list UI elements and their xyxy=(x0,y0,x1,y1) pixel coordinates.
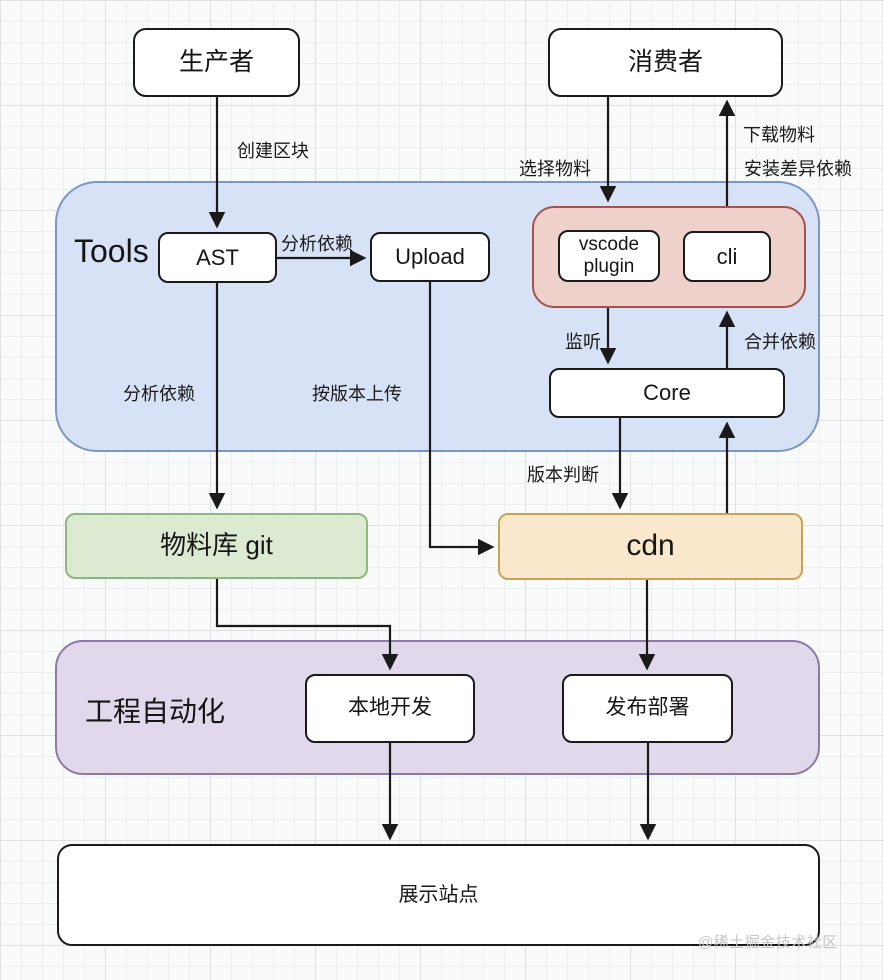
edge-label-merge-deps: 合并依赖 xyxy=(744,332,816,352)
node-producer-label: 生产者 xyxy=(178,48,254,77)
node-ast: AST xyxy=(158,232,277,283)
node-upload-label: Upload xyxy=(395,244,465,270)
node-local-dev-label: 本地开发 xyxy=(348,696,432,720)
automation-group-label: 工程自动化 xyxy=(85,696,226,727)
node-producer: 生产者 xyxy=(133,28,300,97)
node-deploy: 发布部署 xyxy=(562,674,733,743)
edge-label-listen: 监听 xyxy=(565,332,601,352)
node-upload: Upload xyxy=(370,232,490,282)
node-cdn-label: cdn xyxy=(626,529,675,563)
node-core-label: Core xyxy=(643,380,691,406)
edge-label-version-check: 版本判断 xyxy=(527,465,599,485)
node-consumer-label: 消费者 xyxy=(627,48,703,77)
node-vscode-plugin: vscode plugin xyxy=(558,230,660,282)
node-consumer: 消费者 xyxy=(548,28,783,97)
node-site-label: 展示站点 xyxy=(398,883,479,906)
node-vscode-plugin-label: vscode plugin xyxy=(578,234,640,277)
node-local-dev: 本地开发 xyxy=(305,674,475,743)
node-cdn: cdn xyxy=(498,513,803,580)
node-ast-label: AST xyxy=(196,244,239,270)
node-material-git: 物料库 git xyxy=(65,513,368,579)
edge-label-create-block: 创建区块 xyxy=(237,141,309,161)
node-deploy-label: 发布部署 xyxy=(605,696,690,720)
node-site: 展示站点 xyxy=(57,844,820,946)
edge-label-analyze-deps-top: 分析依赖 xyxy=(281,234,353,254)
node-cli: cli xyxy=(683,231,771,282)
edge-label-upload-by-version: 按版本上传 xyxy=(312,384,402,404)
node-core: Core xyxy=(549,368,785,418)
node-material-git-label: 物料库 git xyxy=(160,530,273,561)
edge-label-download-material: 下载物料 xyxy=(743,125,815,145)
tools-group-label: Tools xyxy=(74,233,149,269)
edge-label-analyze-deps-left: 分析依赖 xyxy=(123,384,195,404)
edge-label-install-diff-deps: 安装差异依赖 xyxy=(744,159,852,179)
edge-label-select-material: 选择物料 xyxy=(519,159,591,179)
watermark: @稀土掘金技术社区 xyxy=(698,934,838,951)
node-cli-label: cli xyxy=(716,243,738,269)
